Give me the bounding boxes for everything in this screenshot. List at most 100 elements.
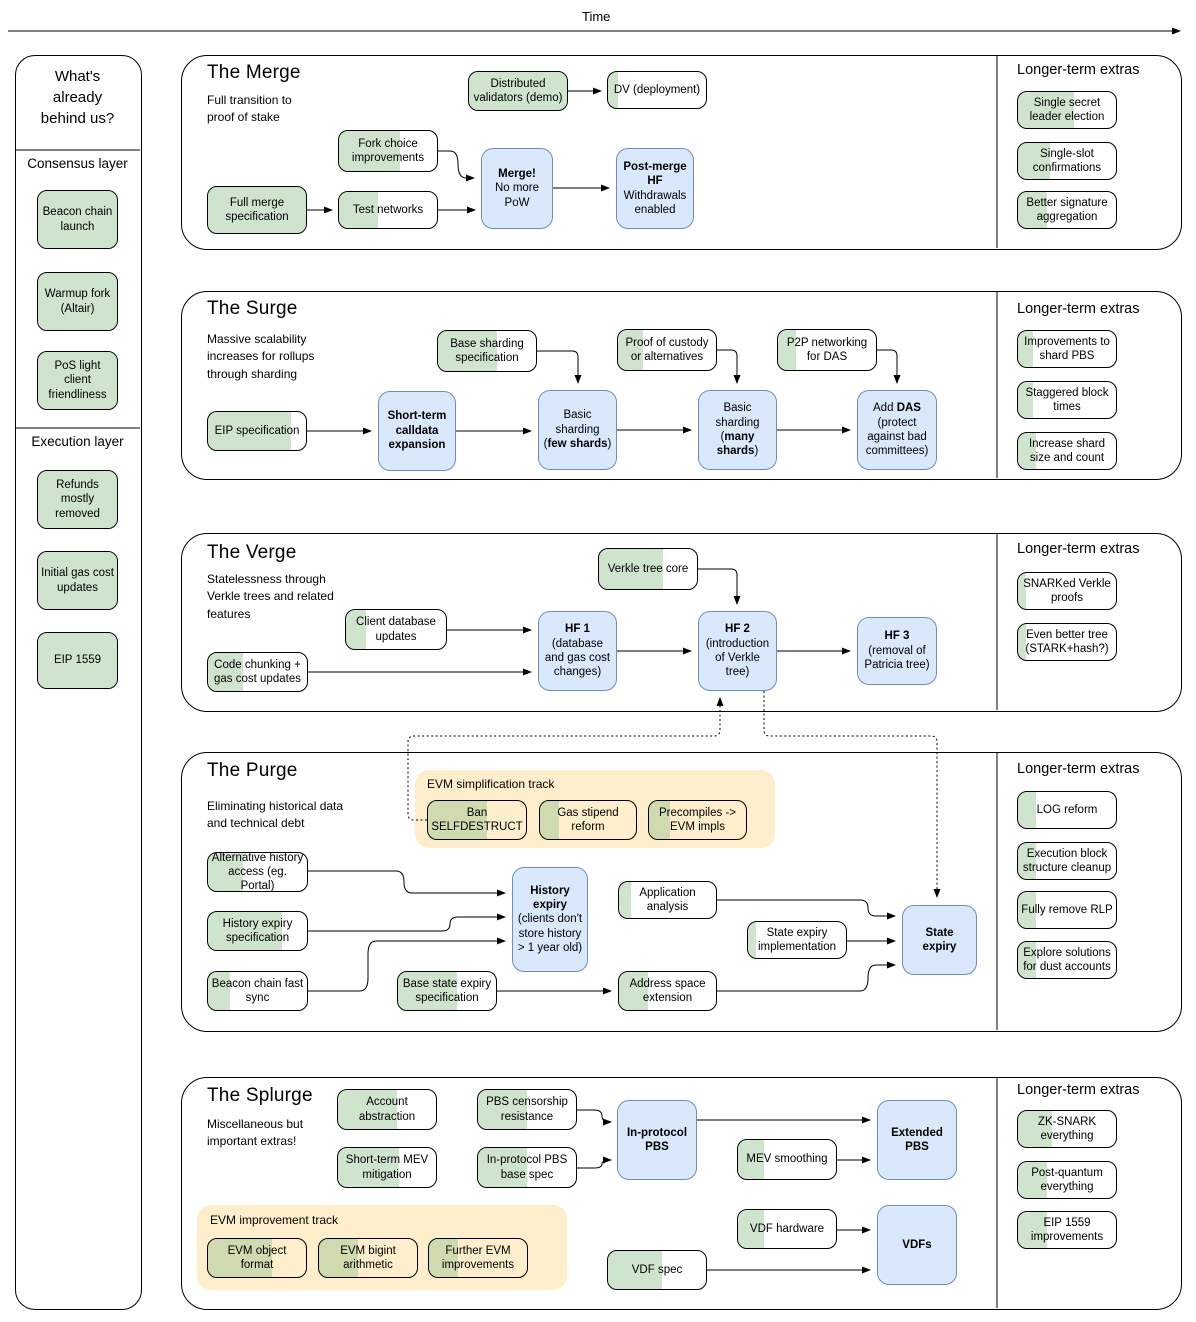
merge-extras-title: Longer-term extras <box>1017 62 1140 78</box>
progress-fill <box>608 72 618 108</box>
progress-fill <box>38 273 117 330</box>
verge-title: The Verge <box>207 542 297 563</box>
ms-main-label: (many shards) <box>703 430 772 459</box>
surge-subtitle: Massive scalability increases for rollup… <box>207 332 315 381</box>
extra-label: Even better tree (STARK+hash?) <box>1025 628 1109 655</box>
progress-fill <box>398 972 457 1010</box>
extra-label: Better signature aggregation <box>1026 196 1108 223</box>
milestone-post-merge-hf: Post-merge HF Withdrawals enabled <box>616 148 694 229</box>
progress-fill <box>208 653 243 691</box>
task-evm-bigint-arithmetic: EVM bigint arithmetic <box>318 1238 418 1278</box>
ms-bold: VDFs <box>902 1238 932 1251</box>
task-label: State expiry implementation <box>758 926 836 953</box>
task-label: Account abstraction <box>358 1096 416 1123</box>
ms-top-label: Basic sharding <box>555 409 600 436</box>
progress-fill <box>1018 892 1036 928</box>
extra-increase-shard-size-and-count: Increase shard size and count <box>1017 432 1117 470</box>
task-label: Distributed validators (demo) <box>473 77 563 104</box>
evm-improvement-track <box>197 1205 567 1290</box>
task-account-abstraction: Account abstraction <box>337 1089 437 1130</box>
task-code-chunking-gas-cost-updates: Code chunking + gas cost updates <box>207 652 308 692</box>
task-label: Code chunking + gas cost updates <box>214 658 301 685</box>
task-vdf-hardware: VDF hardware <box>737 1209 837 1249</box>
extra-label: Explore solutions for dust accounts <box>1023 946 1111 973</box>
task-distributed-validators: Distributed validators (demo) <box>468 71 568 111</box>
progress-fill <box>599 549 663 589</box>
ms-main-label: Extended PBS <box>882 1126 952 1155</box>
task-label: Short-term MEV mitigation <box>345 1154 429 1181</box>
progress-fill <box>428 801 487 839</box>
task-label: P2P networking for DAS <box>786 336 868 363</box>
extra-label: Increase shard size and count <box>1028 437 1106 464</box>
task-label: VDF spec <box>631 1263 683 1276</box>
task-label: EIP specification <box>214 424 300 437</box>
ms-top-label: Basic sharding <box>715 402 760 429</box>
task-label: Client database updates <box>356 616 436 643</box>
progress-fill <box>339 192 379 228</box>
verge-extras-title: Longer-term extras <box>1017 541 1140 557</box>
progress-fill <box>1018 143 1051 179</box>
task-label: MEV smoothing <box>746 1153 828 1166</box>
milestone-merge: Merge! No more PoW <box>481 148 553 229</box>
progress-fill <box>438 331 497 371</box>
task-label: EVM object format <box>227 1244 287 1271</box>
extra-log-reform: LOG reform <box>1017 791 1117 829</box>
ms-bold: History expiry <box>530 884 570 911</box>
progress-fill <box>38 352 117 409</box>
task-in-protocol-pbs-base-spec: In-protocol PBS base spec <box>477 1147 577 1188</box>
surge-title: The Surge <box>207 298 298 319</box>
milestone-add-das: Add DAS (protect against bad committees) <box>857 390 937 470</box>
task-history-expiry-specification: History expiry specification <box>207 911 308 951</box>
milestone-state-expiry: State expiry <box>902 905 977 975</box>
task-application-analysis: Application analysis <box>618 881 717 919</box>
task-label: EVM bigint arithmetic <box>340 1244 396 1271</box>
extra-even-better-tree: Even better tree (STARK+hash?) <box>1017 623 1117 661</box>
sidebar-title: What's already behind us? <box>40 68 115 127</box>
execution-layer-label: Execution layer <box>31 434 124 449</box>
task-label: In-protocol PBS base spec <box>486 1154 568 1181</box>
extra-label: Execution block structure cleanup <box>1022 847 1112 874</box>
extra-better-signature-aggregation: Better signature aggregation <box>1017 191 1117 229</box>
ms-main-label: HF 1 <box>565 622 590 636</box>
extra-zk-snark-everything: ZK-SNARK everything <box>1017 1110 1117 1148</box>
task-label: Refunds mostly removed <box>55 479 100 520</box>
task-fork-choice-improvements: Fork choice improvements <box>338 130 438 172</box>
task-beacon-chain-fast-sync: Beacon chain fast sync <box>207 971 308 1011</box>
purge-title: The Purge <box>207 760 298 781</box>
ms-pre: ( <box>720 431 725 443</box>
evm-simplification-track-label: EVM simplification track <box>427 777 555 791</box>
task-full-merge-specification: Full merge specification <box>207 186 307 234</box>
ms-bold: few shards <box>547 438 608 451</box>
consensus-layer-label: Consensus layer <box>27 156 128 171</box>
extra-label: EIP 1559 improvements <box>1030 1216 1104 1243</box>
progress-fill <box>208 972 230 1010</box>
progress-fill <box>429 1239 459 1277</box>
progress-fill <box>738 1140 765 1179</box>
task-eip-1559: EIP 1559 <box>37 632 118 689</box>
progress-fill <box>346 610 366 649</box>
extra-snarked-verkle-proofs: SNARKed Verkle proofs <box>1017 572 1117 610</box>
progress-fill <box>1018 942 1036 978</box>
progress-fill <box>38 191 117 248</box>
task-mev-smoothing: MEV smoothing <box>737 1139 837 1180</box>
ms-main-label: Short-term calldata expansion <box>383 409 451 452</box>
milestone-vdfs: VDFs <box>877 1205 957 1285</box>
task-label: PBS censorship resistance <box>486 1096 568 1123</box>
task-label: Beacon chain fast sync <box>211 977 304 1004</box>
ms-bold: HF 2 <box>725 623 750 636</box>
task-warmup-fork-altair: Warmup fork (Altair) <box>37 272 118 331</box>
extra-fully-remove-rlp: Fully remove RLP <box>1017 891 1117 929</box>
progress-fill <box>208 412 292 450</box>
milestone-extended-pbs: Extended PBS <box>877 1100 957 1180</box>
ms-bold: Extended PBS <box>891 1126 943 1153</box>
extra-staggered-block-times: Staggered block times <box>1017 381 1117 419</box>
extra-label: Post-quantum everything <box>1031 1166 1103 1193</box>
ms-main-label: HF 2 <box>725 622 750 636</box>
task-base-sharding-specification: Base sharding specification <box>437 330 537 372</box>
task-client-database-updates: Client database updates <box>345 609 447 650</box>
task-alternative-history-access: Alternative history access (eg. Portal) <box>207 852 308 892</box>
progress-fill <box>748 922 756 958</box>
milestone-basic-sharding-few-shards: Basic sharding (few shards) <box>538 390 617 470</box>
progress-fill <box>339 131 400 171</box>
task-gas-stipend-reform: Gas stipend reform <box>539 800 637 840</box>
